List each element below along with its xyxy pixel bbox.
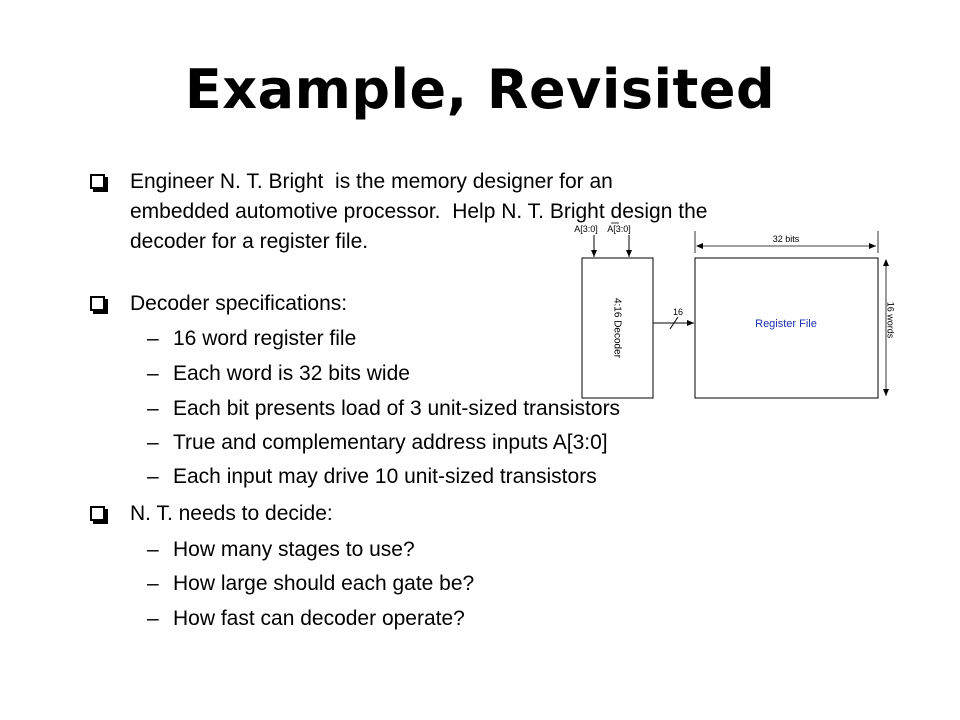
dash-marker: –	[147, 327, 159, 350]
height-label: 16 words	[886, 302, 896, 339]
sub-item-text: True and complementary address inputs A[…	[173, 431, 608, 454]
sub-item: – How large should each gate be?	[147, 570, 474, 651]
sub-item-text: How fast can decoder operate?	[173, 607, 465, 630]
dash-marker: –	[147, 465, 159, 488]
dash-marker: –	[147, 362, 159, 385]
sub-item: – How fast can decoder operate?	[147, 605, 465, 686]
sub-item: – Each bit presents load of 3 unit-sized…	[147, 395, 620, 476]
slide-title: Example, Revisited	[184, 58, 776, 121]
bus-slash	[669, 316, 679, 330]
sub-item: – True and complementary address inputs …	[147, 429, 608, 510]
sub-item-text: How large should each gate be?	[173, 572, 475, 595]
sub-item: – 16 word register file	[147, 325, 356, 406]
sub-item: – Each word is 32 bits wide	[147, 360, 410, 441]
input-complement-label: A[3:0]	[607, 224, 631, 234]
width-label: 32 bits	[773, 234, 800, 244]
register-file-diagram: A[3:0] A[3:0] 4:16 Decoder 16 32 bits Re…	[574, 222, 896, 399]
checkbox-bullet-icon	[90, 174, 105, 189]
register-file-label: Register File	[755, 318, 817, 330]
bullet-text: Decoder specifications:	[130, 292, 348, 315]
register-file-box	[694, 257, 879, 399]
sub-item-text: 16 word register file	[173, 327, 357, 350]
input-true-label: A[3:0]	[574, 224, 598, 234]
dash-marker: –	[147, 431, 159, 454]
sub-item: – How many stages to use?	[147, 536, 415, 617]
bullet-text: N. T. needs to decide:	[130, 502, 333, 525]
dash-marker: –	[147, 538, 159, 561]
bullet-line: decoder for a register file.	[130, 230, 369, 253]
bullet-line: Engineer N. T. Bright is the memory desi…	[130, 170, 613, 193]
sub-item-text: How many stages to use?	[173, 538, 415, 561]
sub-item-text: Each word is 32 bits wide	[173, 362, 410, 385]
checkbox-bullet-icon	[90, 296, 105, 311]
sub-item-text: Each input may drive 10 unit-sized trans…	[173, 465, 597, 488]
bullet-line: embedded automotive processor. Help N. T…	[130, 200, 708, 223]
dash-marker: –	[147, 607, 159, 630]
dash-marker: –	[147, 397, 159, 420]
decoder-label: 4:16 Decoder	[611, 298, 622, 359]
sub-item-text: Each bit presents load of 3 unit-sized t…	[173, 397, 621, 420]
dash-marker: –	[147, 572, 159, 595]
bus-width-label: 16	[673, 307, 683, 317]
sub-item: – Each input may drive 10 unit-sized tra…	[147, 463, 597, 544]
checkbox-bullet-icon	[90, 506, 105, 521]
decoder-box	[581, 257, 654, 399]
